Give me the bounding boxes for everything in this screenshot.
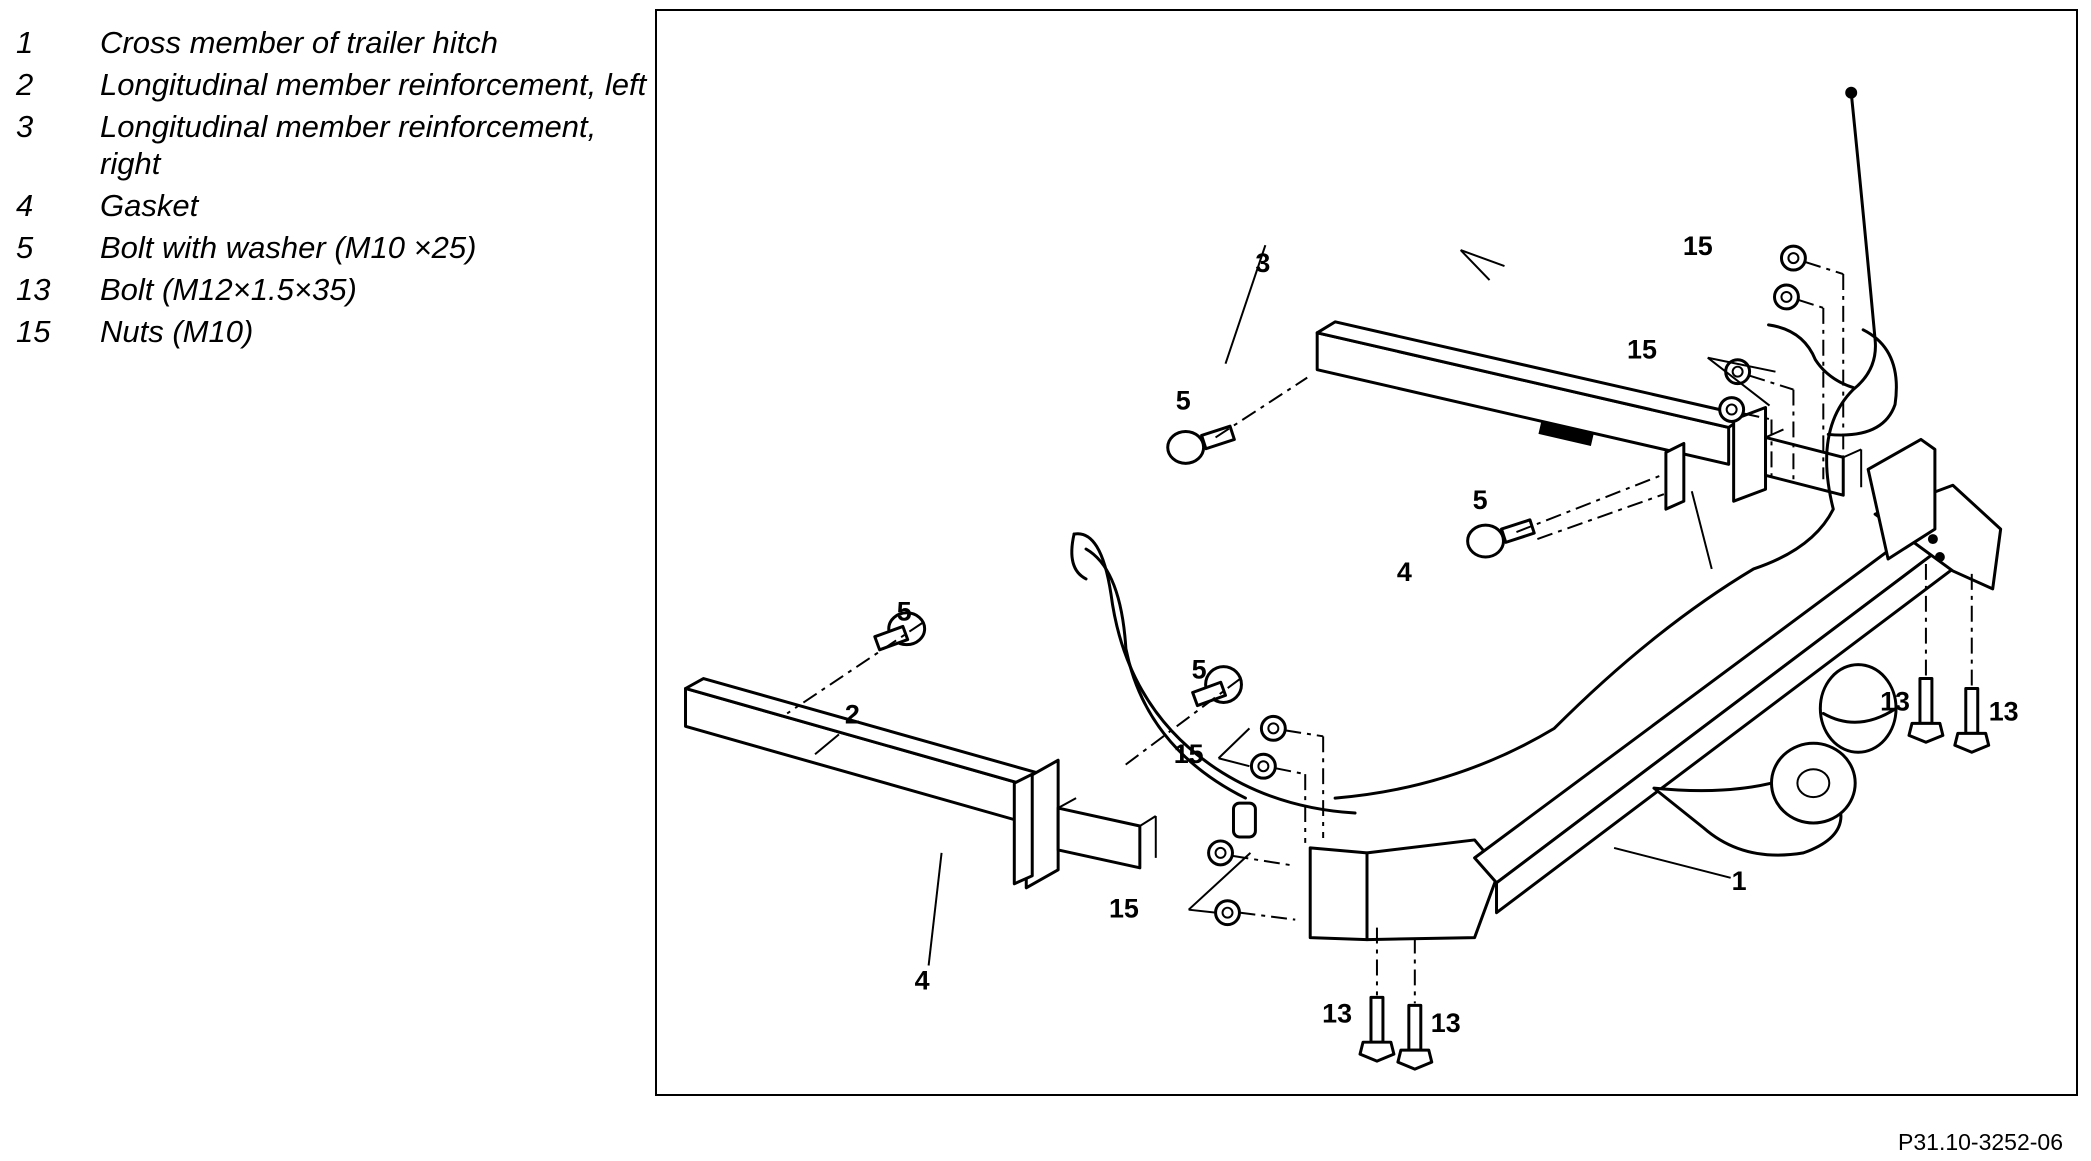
bolt-bottom-b	[1396, 1003, 1434, 1071]
legend-item-text: Longitudinal member reinforcement, right	[100, 109, 597, 181]
nut-bottom-left-b	[1214, 899, 1241, 927]
legend-item-number: 5	[16, 230, 34, 265]
nut-top-right-a	[1779, 244, 1807, 272]
bolt-with-washer-left	[873, 611, 927, 652]
legend-item: 5 Bolt with washer (M10 ×25)	[16, 229, 656, 266]
legend-item-number: 13	[16, 272, 51, 307]
figure-code: P31.10-3252-06	[1898, 1129, 2063, 1155]
legend-item-number: 4	[16, 188, 34, 223]
longitudinal-member-left	[684, 677, 1157, 890]
callout-2: 2	[845, 699, 860, 729]
callout-15-center: 15	[1174, 739, 1204, 769]
legend-item-number: 15	[16, 314, 51, 349]
legend-item: 13 Bolt (M12×1.5×35)	[16, 271, 656, 308]
callout-5-mid-right: 5	[1473, 485, 1488, 515]
longitudinal-member-right	[1315, 320, 1863, 503]
gasket-right	[1664, 441, 1686, 511]
bolt-bottom-a	[1358, 995, 1396, 1063]
legend-item: 3 Longitudinal member reinforcement, rig…	[16, 108, 656, 182]
exploded-view-diagram: 1 2 3 4 4 5 5 5 5 13 13 13 13 15 15 15 1…	[655, 9, 2078, 1096]
callout-4-left: 4	[915, 965, 930, 995]
callout-3: 3	[1255, 248, 1270, 278]
legend-item-text: Cross member of trailer hitch	[100, 25, 498, 60]
tow-ball	[1652, 663, 1898, 857]
legend-item-text: Longitudinal member reinforcement, left	[100, 67, 647, 102]
callout-13-right-a: 13	[1880, 686, 1910, 716]
legend: 1 Cross member of trailer hitch 2 Longit…	[16, 24, 656, 355]
nut-center-b	[1249, 752, 1277, 780]
callout-4-right: 4	[1397, 557, 1412, 587]
bolt-with-washer-mid-right	[1466, 518, 1536, 559]
legend-item-number: 2	[16, 67, 34, 102]
callout-13-bottom-b: 13	[1431, 1008, 1461, 1038]
legend-item-text: Gasket	[100, 188, 199, 223]
legend-item-text: Bolt with washer (M10 ×25)	[100, 230, 477, 265]
bolt-with-washer-center	[1191, 665, 1243, 708]
nut-mid-right-b	[1718, 396, 1746, 423]
nut-center-a	[1259, 714, 1287, 742]
bolt-right-b	[1953, 687, 1991, 754]
nut-top-right-b	[1772, 283, 1800, 311]
legend-item: 1 Cross member of trailer hitch	[16, 24, 656, 61]
callout-1: 1	[1732, 866, 1747, 896]
legend-item-number: 1	[16, 25, 34, 60]
wiring-harness	[1070, 86, 1898, 839]
legend-item-number: 3	[16, 109, 34, 144]
gasket-left	[1012, 772, 1034, 886]
callout-15-top-right: 15	[1683, 231, 1713, 261]
leader-lines	[814, 244, 1776, 966]
callout-5-left: 5	[897, 597, 912, 627]
legend-item: 15 Nuts (M10)	[16, 313, 656, 350]
callout-5-center: 5	[1192, 655, 1207, 685]
diagram-drawing: 1 2 3 4 4 5 5 5 5 13 13 13 13 15 15 15 1…	[684, 86, 2019, 1071]
callout-5-top: 5	[1176, 386, 1191, 416]
legend-item: 4 Gasket	[16, 187, 656, 224]
legend-item: 2 Longitudinal member reinforcement, lef…	[16, 66, 656, 103]
bolt-right-a	[1907, 677, 1945, 744]
legend-item-text: Bolt (M12×1.5×35)	[100, 272, 357, 307]
legend-item-text: Nuts (M10)	[100, 314, 254, 349]
callout-15-mid-right: 15	[1627, 335, 1657, 365]
callout-13-bottom-a: 13	[1322, 998, 1352, 1028]
nut-bottom-left-a	[1207, 839, 1234, 867]
assembly-lines	[786, 261, 1973, 1004]
callout-15-bottom-left: 15	[1109, 894, 1139, 924]
callout-13-right-b: 13	[1989, 696, 2019, 726]
bolt-with-washer-top	[1166, 424, 1236, 465]
cross-member	[1308, 437, 2003, 942]
